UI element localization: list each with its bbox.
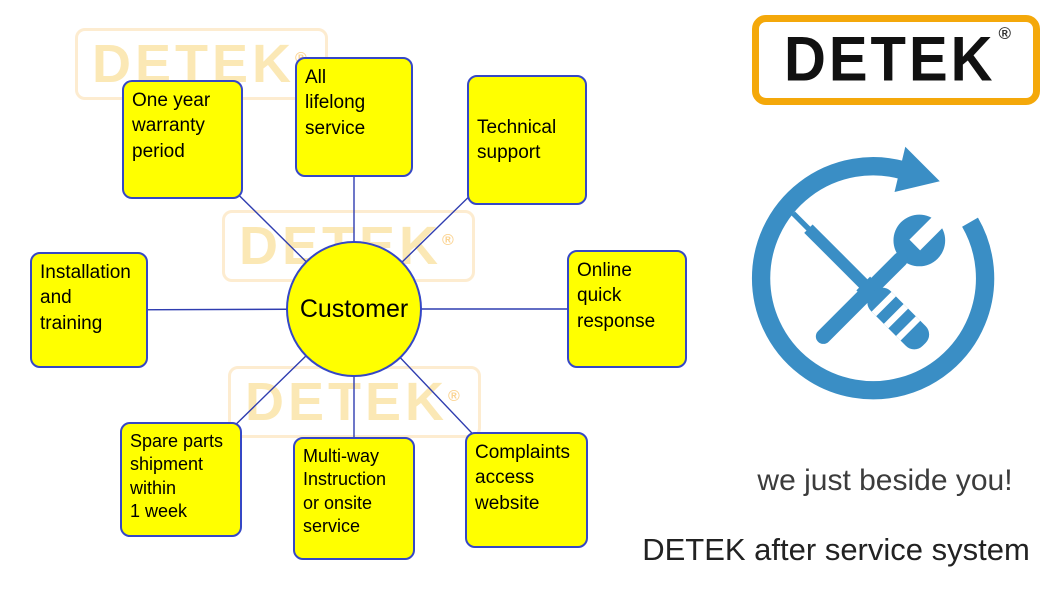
node-installation-training: Installation and training	[30, 252, 148, 368]
detek-logo-text: DETEK	[783, 24, 996, 95]
tagline-text: we just beside you!	[757, 464, 1013, 497]
watermark-registered-mark: ®	[448, 388, 464, 405]
watermark-registered-mark: ®	[442, 232, 458, 249]
node-complaints-website: Complaints access website	[465, 432, 588, 548]
detek-logo: DETEK®	[752, 15, 1040, 105]
screwdriver-icon	[791, 211, 930, 350]
node-all-lifelong-service: All lifelong service	[295, 57, 413, 177]
arrowhead	[894, 146, 940, 192]
wrench-icon	[815, 209, 951, 344]
node-spare-parts-shipment: Spare parts shipment within 1 week	[120, 422, 242, 537]
service-tools-icon	[751, 146, 995, 400]
registered-trademark-icon: ®	[998, 24, 1012, 43]
node-one-year-warranty: One year warranty period	[122, 80, 243, 199]
node-online-quick-response: Online quick response	[567, 250, 687, 368]
node-multiway-instruction: Multi-way Instruction or onsite service	[293, 437, 415, 560]
node-customer-center: Customer	[286, 241, 422, 377]
node-technical-support: Technical support	[467, 75, 587, 205]
customer-label: Customer	[299, 294, 409, 323]
subtitle-text: DETEK after service system	[642, 532, 1030, 567]
